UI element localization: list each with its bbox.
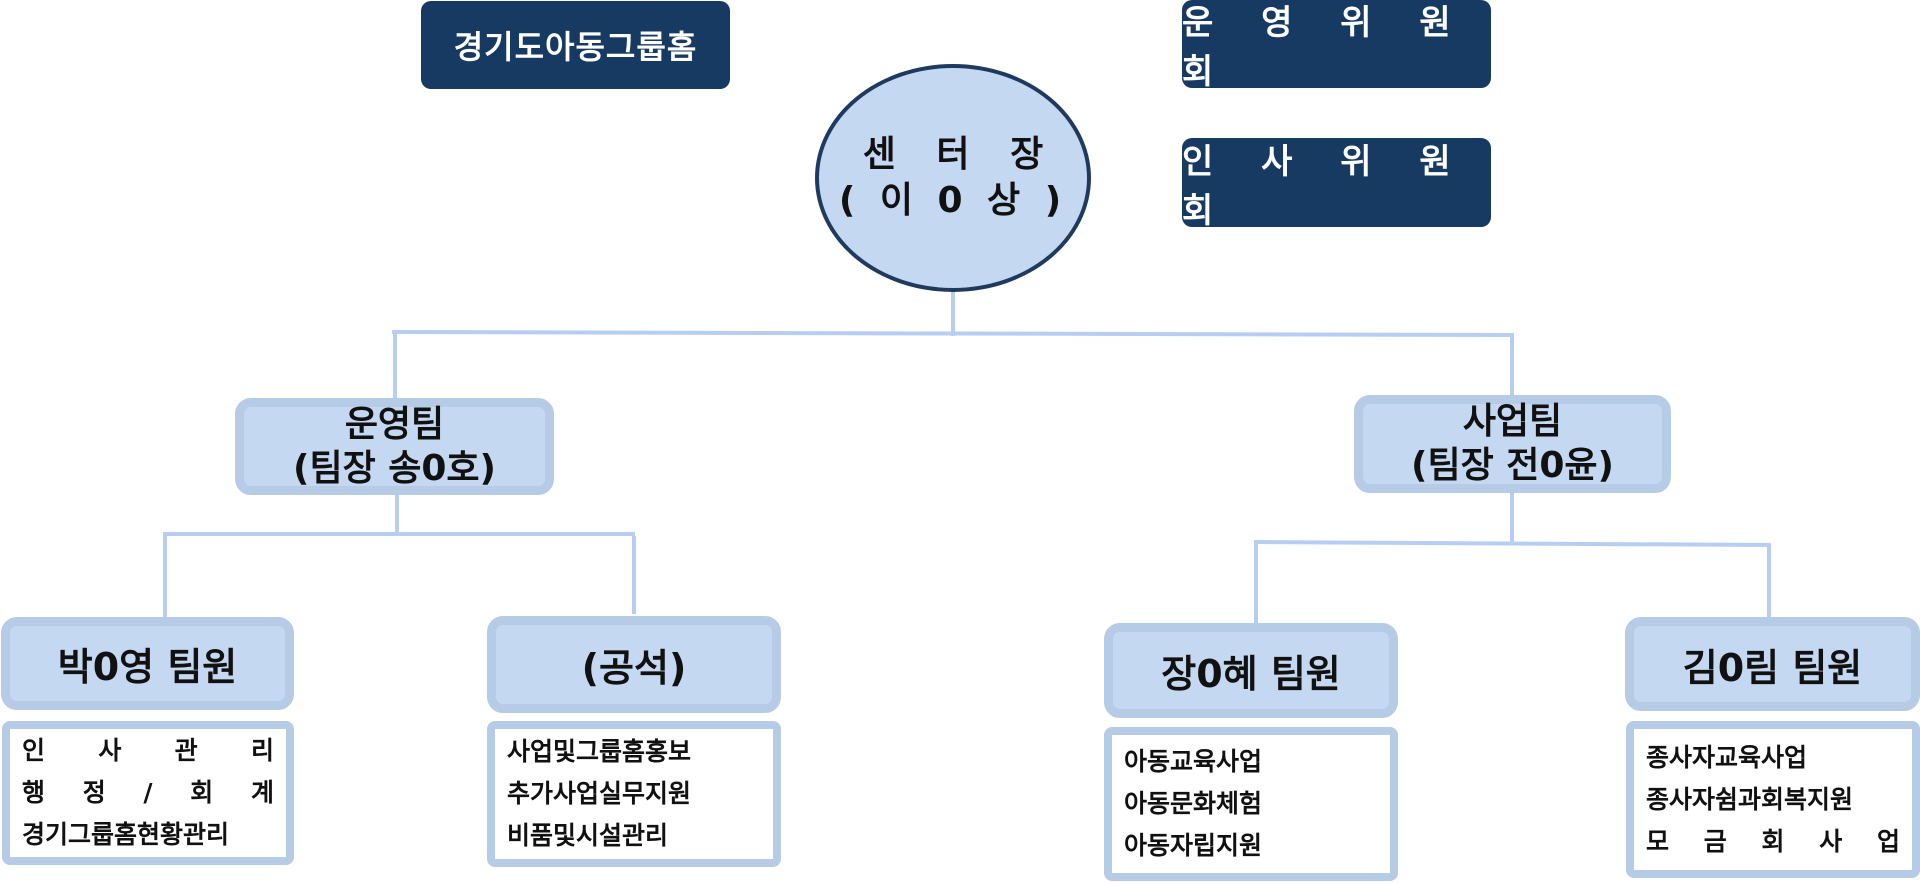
personnel-committee-label: 인 사 위 원 회 [1182, 138, 1491, 231]
business-team-node: 사업팀 (팀장 전0윤) [1354, 395, 1671, 493]
org-name-label: 경기도아동그룹홈 [421, 1, 730, 89]
member-name: 김0림 팀원 [1682, 645, 1863, 690]
org-name-text: 경기도아동그룹홈 [453, 28, 698, 66]
member-node-kim: 김0림 팀원 [1625, 617, 1920, 711]
duty-item: 추가사업실무지원 [507, 779, 692, 808]
duty-item: 인 사 관 리 [22, 736, 274, 765]
center-head-name: ( 이 0 상 ) [838, 180, 1068, 221]
duty-item: 행 정 / 회 계 [22, 778, 274, 807]
operations-committee-label: 운 영 위 원 회 [1182, 0, 1491, 92]
connector-top-horizontal [391, 329, 1515, 338]
operations-team-node: 운영팀 (팀장 송0호) [235, 398, 554, 495]
connector-biz-horizontal [1253, 539, 1772, 548]
duty-item: 아동교육사업 [1124, 747, 1263, 776]
center-head-node: 센 터 장 ( 이 0 상 ) [815, 64, 1091, 292]
operations-team-leader: (팀장 송0호) [293, 447, 496, 489]
duty-item: 종사자교육사업 [1646, 742, 1808, 772]
duty-list-kim: 종사자교육사업 종사자쉼과회복지원 모 금 회 사 업 [1626, 721, 1920, 878]
member-name: (공석) [581, 646, 687, 690]
duty-item: 아동자립지원 [1124, 831, 1263, 860]
member-node-jang: 장0혜 팀원 [1104, 623, 1398, 718]
duty-list-jang: 아동교육사업 아동문화체험 아동자립지원 [1104, 727, 1398, 881]
member-name: 장0혜 팀원 [1161, 652, 1341, 696]
duty-item: 사업및그룹홈홍보 [507, 737, 692, 766]
member-node-park: 박0영 팀원 [1, 617, 294, 710]
duty-item: 경기그룹홈현황관리 [22, 820, 230, 849]
duty-item: 종사자쉼과회복지원 [1646, 784, 1854, 814]
duty-item: 아동문화체험 [1124, 789, 1263, 818]
personnel-committee-text: 인 사 위 원 회 [1182, 141, 1469, 231]
duty-item: 비품및시설관리 [507, 821, 669, 850]
operations-committee-text: 운 영 위 원 회 [1182, 3, 1469, 92]
operations-team-title: 운영팀 [344, 403, 445, 445]
member-node-vacant: (공석) [487, 616, 781, 713]
duty-list-vacant: 사업및그룹홈홍보 추가사업실무지원 비품및시설관리 [487, 721, 781, 867]
duty-item: 모 금 회 사 업 [1646, 826, 1900, 856]
center-head-title: 센 터 장 [862, 134, 1058, 175]
business-team-title: 사업팀 [1462, 401, 1563, 442]
duty-list-park: 인 사 관 리 행 정 / 회 계 경기그룹홈현황관리 [2, 721, 294, 865]
member-name: 박0영 팀원 [57, 645, 238, 689]
business-team-leader: (팀장 전0윤) [1411, 445, 1614, 486]
